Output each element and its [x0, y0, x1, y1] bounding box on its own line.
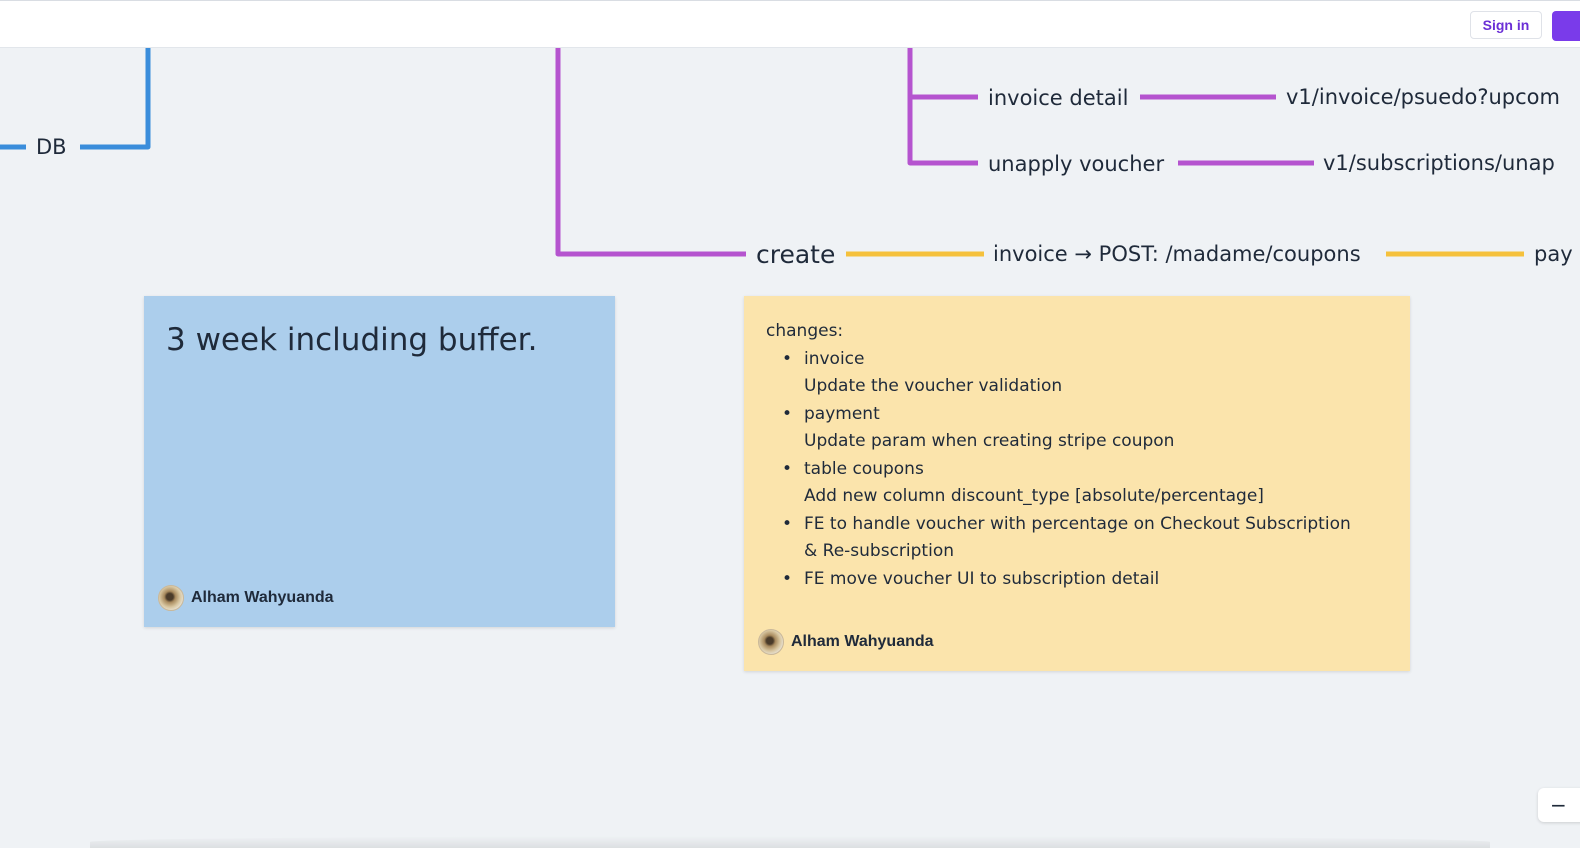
node-invoice-detail-endpoint[interactable]: v1/invoice/psuedo?upcom [1286, 85, 1560, 109]
node-unapply-voucher-endpoint[interactable]: v1/subscriptions/unap [1323, 151, 1555, 175]
sticky-note-changes[interactable]: changes: invoice Update the voucher vali… [744, 296, 1410, 671]
avatar [158, 585, 184, 611]
node-create-payment[interactable]: pay [1534, 242, 1573, 266]
list-item-title: FE to handle voucher with percentage on … [804, 513, 1351, 534]
sticky-note-estimate[interactable]: 3 week including buffer. Alham Wahyuanda [144, 296, 615, 627]
mindmap-connectors [0, 48, 1524, 257]
list-item-title: payment [804, 403, 880, 424]
list-item: FE move voucher UI to subscription detai… [782, 566, 1386, 594]
node-invoice-detail[interactable]: invoice detail [988, 86, 1129, 110]
blue-branch-connector [80, 48, 151, 150]
list-item-title: invoice [804, 348, 865, 369]
bottom-toolbar-shadow [90, 836, 1490, 848]
changes-list-body: changes: invoice Update the voucher vali… [766, 318, 1386, 593]
avatar [758, 629, 784, 655]
node-create-invoice[interactable]: invoice → POST: /madame/coupons [993, 242, 1361, 266]
list-item-detail: Add new column discount_type [absolute/p… [804, 486, 1264, 506]
list-item-detail: Update the voucher validation [804, 376, 1063, 396]
sign-in-button[interactable]: Sign in [1470, 11, 1542, 39]
create-connector [555, 48, 746, 257]
list-item-detail: Update param when creating stripe coupon [804, 431, 1175, 451]
list-item: invoice Update the voucher validation [782, 346, 1386, 401]
author-name: Alham Wahyuanda [791, 633, 934, 650]
sticky-note-author: Alham Wahyuanda [158, 585, 334, 611]
list-item: table coupons Add new column discount_ty… [782, 456, 1386, 511]
list-item-title: table coupons [804, 458, 924, 479]
purple-sub-branch-connector [907, 48, 978, 166]
author-name: Alham Wahyuanda [191, 589, 334, 606]
sticky-note-text: 3 week including buffer. [166, 322, 538, 358]
changes-heading: changes: [766, 321, 844, 341]
list-item: payment Update param when creating strip… [782, 401, 1386, 456]
sticky-note-author: Alham Wahyuanda [758, 629, 934, 655]
node-create[interactable]: create [756, 240, 836, 269]
top-bar: Sign in [0, 0, 1580, 48]
list-item: FE to handle voucher with percentage on … [782, 511, 1386, 566]
sign-up-button[interactable] [1552, 11, 1580, 41]
node-db[interactable]: DB [36, 135, 67, 159]
node-unapply-voucher[interactable]: unapply voucher [988, 152, 1165, 176]
zoom-out-button[interactable]: − [1538, 788, 1580, 822]
minus-icon: − [1550, 793, 1567, 817]
mindmap-canvas[interactable]: DB invoice detail v1/invoice/psuedo?upco… [0, 48, 1580, 848]
list-item-detail: & Re-subscription [804, 541, 954, 561]
list-item-title: FE move voucher UI to subscription detai… [804, 568, 1160, 589]
changes-list: invoice Update the voucher validation pa… [766, 346, 1386, 594]
